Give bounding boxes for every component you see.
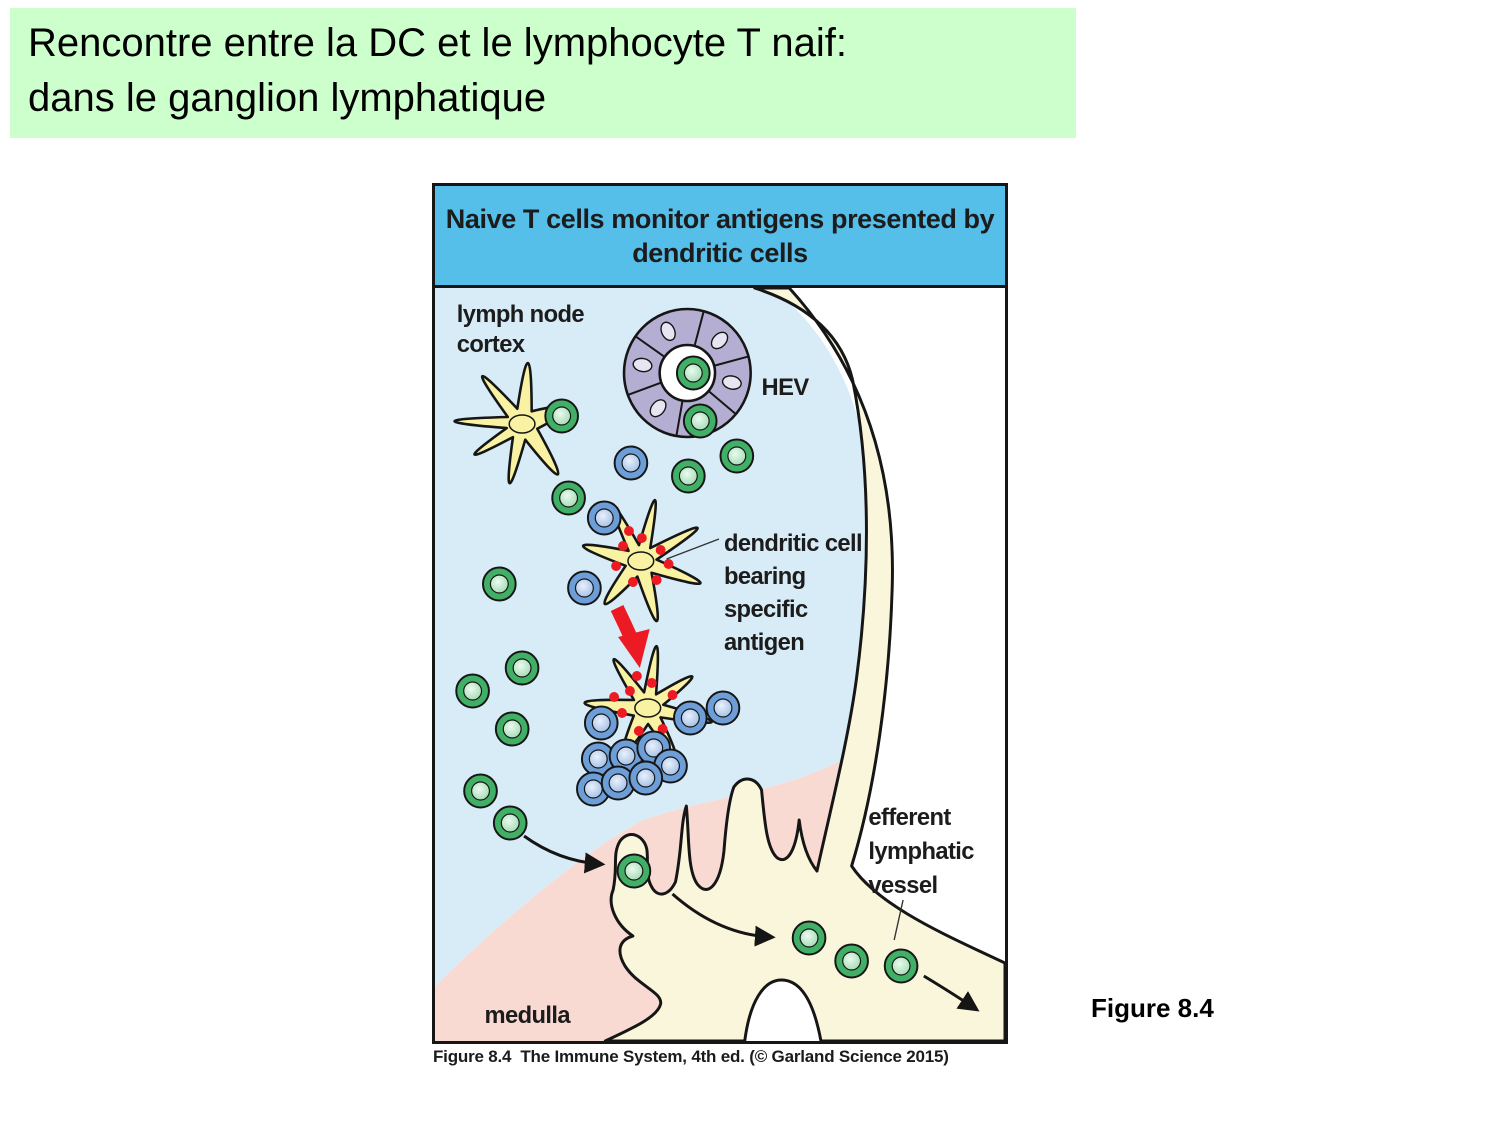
antigen-dot — [618, 541, 628, 551]
label-medulla: medulla — [484, 1002, 571, 1029]
antigen-dot — [631, 671, 642, 681]
t-cell-blue — [586, 500, 622, 536]
naive-t-cell — [671, 458, 706, 494]
antigen-dot — [611, 561, 622, 571]
naive-t-cell — [504, 650, 540, 686]
antigen-dot — [667, 690, 678, 700]
t-cell-blue — [567, 570, 602, 606]
red-migration-arrow — [610, 605, 650, 668]
slide-title: Rencontre entre la DC et le lymphocyte T… — [10, 8, 1076, 138]
antigen-dot — [657, 724, 668, 734]
hev-cell-nucleus — [649, 399, 667, 418]
antigen-dot — [625, 686, 635, 696]
naive-t-cell — [834, 943, 869, 979]
t-cell-blue — [705, 690, 741, 726]
figure-header-line2: dendritic cells — [632, 237, 808, 268]
figure-header: Naive T cells monitor antigens presented… — [435, 186, 1005, 288]
antigen-dot — [651, 575, 662, 585]
antigen-dot — [617, 708, 627, 718]
antigen-dot — [646, 678, 657, 688]
flow-arrow-to-medulla — [523, 834, 606, 874]
naive-t-cell — [455, 673, 490, 709]
naive-t-cell — [494, 711, 530, 747]
naive-t-cell — [551, 480, 586, 516]
antigen-dot — [624, 526, 634, 536]
antigen-dot — [609, 692, 620, 702]
dendritic-label-pointer — [666, 538, 720, 560]
antigen-dot — [655, 545, 666, 555]
hev-cell-junction — [693, 310, 705, 347]
slide-title-line2: dans le ganglion lymphatique — [28, 76, 547, 120]
dendritic-cell-nucleus — [634, 698, 662, 718]
t-cell-blue — [613, 445, 649, 481]
naive-t-cell — [482, 566, 517, 602]
t-cell-blue — [672, 700, 708, 736]
naive-t-cell — [719, 438, 755, 474]
antigen-dot — [633, 726, 644, 736]
slide-title-line1: Rencontre entre la DC et le lymphocyte T… — [28, 21, 847, 65]
naive-t-cell — [675, 355, 711, 391]
t-cell-blue — [583, 705, 619, 741]
label-hev: HEV — [762, 374, 810, 401]
lymphocytes-layer — [455, 355, 919, 984]
vessel-label-pointer — [893, 899, 904, 941]
naive-t-cell — [682, 403, 718, 439]
hev-cell-nucleus — [660, 321, 676, 342]
hev-cell-nucleus — [721, 375, 742, 390]
t-cell-blue — [628, 760, 664, 796]
antigen-dot — [636, 533, 647, 543]
hev-cell-nucleus — [632, 357, 653, 373]
t-cell-blue — [600, 765, 636, 801]
figure-caption: Figure 8.4 The Immune System, 4th ed. (©… — [433, 1047, 949, 1066]
naive-t-cell — [883, 948, 919, 984]
dendritic-cell-nucleus — [508, 414, 536, 434]
dendritic-cell — [581, 498, 702, 623]
figure-header-line1: Naive T cells monitor antigens presented… — [445, 203, 995, 234]
antigen-dot — [663, 559, 674, 569]
flow-arrow-exit-vessel — [923, 974, 980, 1012]
hev-cell-junction — [713, 355, 749, 367]
naive-t-cell — [492, 805, 528, 841]
figure-panel: Naive T cells monitor antigens presented… — [432, 183, 1008, 1044]
naive-t-cell — [616, 853, 652, 889]
hev-cell-junction — [707, 390, 737, 415]
naive-t-cell — [791, 920, 827, 956]
naive-t-cell — [544, 398, 579, 434]
antigen-dot — [627, 577, 638, 587]
flow-arrow-in-sinus — [671, 892, 776, 947]
hev-cell-junction — [627, 381, 662, 396]
hev-cell-nucleus — [710, 331, 729, 350]
hev-cell-junction — [634, 335, 666, 358]
dendritic-cell-nucleus — [627, 551, 655, 571]
hev-cell-junction — [675, 400, 684, 437]
naive-t-cell — [463, 773, 498, 809]
figure-reference: Figure 8.4 — [1091, 993, 1214, 1023]
